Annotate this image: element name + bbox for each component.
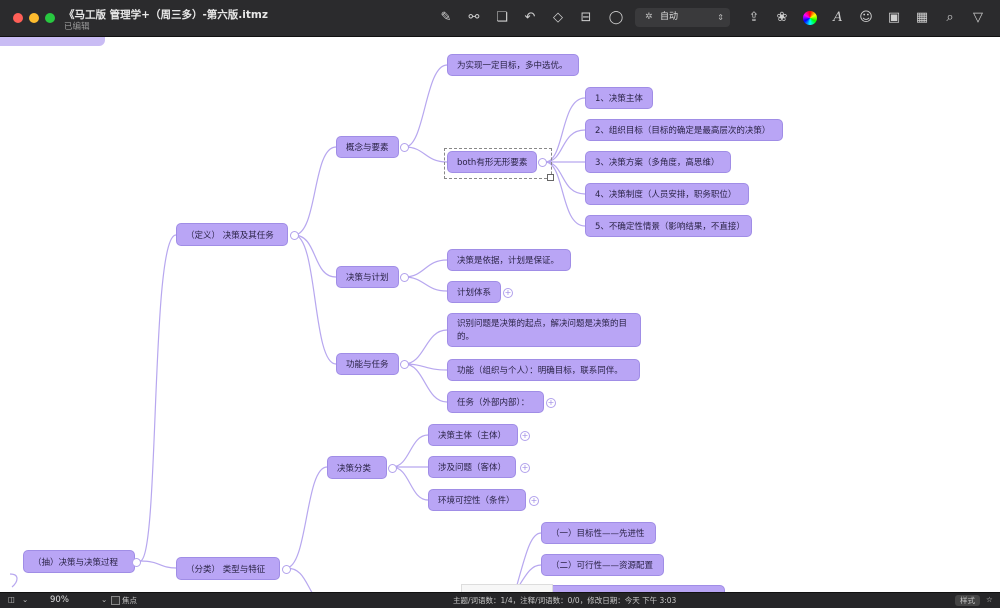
- emoji-icon[interactable]: ☺: [859, 10, 873, 25]
- topic-function-child[interactable]: 任务（外部内部）：: [447, 391, 544, 413]
- font-icon[interactable]: A: [833, 10, 843, 25]
- topic-element[interactable]: 4、决策制度（人员安排，职务职位）: [585, 183, 749, 205]
- style-select[interactable]: ✲ 自动 ⇕: [635, 8, 730, 27]
- topic-feature-partial[interactable]: [541, 585, 725, 592]
- table-icon[interactable]: ▦: [915, 10, 929, 25]
- topic-element[interactable]: 5、不确定性情景（影响结果，不直接）: [585, 215, 752, 237]
- comment-icon[interactable]: ◯: [608, 10, 624, 25]
- status-bar: ◫ ⌄ 90% ⌄ 焦点 主题/词语数：1/4，注释/词语数：0/0，修改日期：…: [0, 592, 1000, 608]
- focus-label: 焦点: [122, 596, 137, 605]
- collapse-toggle[interactable]: [282, 565, 291, 574]
- expand-plus-icon[interactable]: +: [520, 431, 530, 441]
- topic-decision-class-child[interactable]: 环境可控性（条件）: [428, 489, 526, 511]
- collapse-toggle[interactable]: [132, 558, 141, 567]
- topic-element[interactable]: 3、决策方案（多角度，高思维）: [585, 151, 731, 173]
- expand-plus-icon[interactable]: +: [529, 496, 539, 506]
- collapse-toggle[interactable]: [400, 360, 409, 369]
- focus-checkbox[interactable]: [111, 596, 120, 605]
- collapse-toggle[interactable]: [400, 273, 409, 282]
- close-window-button[interactable]: [13, 13, 23, 23]
- topic-definition[interactable]: （定义） 决策及其任务: [176, 223, 288, 246]
- topic-function-child[interactable]: 识别问题是决策的起点，解决问题是决策的目的。: [447, 313, 641, 347]
- image-icon[interactable]: ▣: [887, 10, 901, 25]
- selection-frame: [444, 148, 552, 179]
- minimize-window-button[interactable]: [29, 13, 39, 23]
- palette-icon[interactable]: ❀: [776, 10, 788, 25]
- topic-element[interactable]: 2、组织目标（目标的确定是最高层次的决策）: [585, 119, 783, 141]
- filter-icon[interactable]: ▽: [973, 10, 983, 25]
- chevron-updown-icon: ⇕: [717, 13, 724, 22]
- group-icon[interactable]: ❏: [496, 10, 508, 25]
- expand-plus-icon[interactable]: +: [546, 398, 556, 408]
- expand-plus-icon[interactable]: +: [503, 288, 513, 298]
- topic-decision-class-child[interactable]: 涉及问题（客体）: [428, 456, 516, 478]
- document-title: 《马工版 管理学+（周三多）-第六版.itmz: [64, 9, 268, 21]
- topic-concept-definition[interactable]: 为实现一定目标，多中选优。: [447, 54, 579, 76]
- star-icon[interactable]: ☆: [986, 595, 993, 604]
- topic-decision-class-child[interactable]: 决策主体（主体）: [428, 424, 518, 446]
- inline-editor-box: [461, 584, 553, 592]
- search-icon[interactable]: ⌕: [946, 10, 954, 25]
- topic-plan-child[interactable]: 决策是依据，计划是保证。: [447, 249, 571, 271]
- document-status: 已编辑: [64, 22, 90, 32]
- expand-plus-icon[interactable]: +: [520, 463, 530, 473]
- offscreen-topic: [0, 37, 105, 46]
- collapse-toggle[interactable]: [400, 143, 409, 152]
- topic-function[interactable]: 功能与任务: [336, 353, 399, 375]
- resize-handle[interactable]: [547, 174, 554, 181]
- topic-plan[interactable]: 决策与计划: [336, 266, 399, 288]
- link-icon[interactable]: ⚯: [468, 10, 480, 25]
- style-button[interactable]: 样式: [955, 595, 980, 606]
- collapse-toggle[interactable]: [388, 464, 397, 473]
- topic-root[interactable]: （抽）决策与决策过程: [23, 550, 135, 573]
- boundary-icon[interactable]: ◇: [553, 10, 563, 25]
- collapse-toggle[interactable]: [290, 231, 299, 240]
- color-wheel-icon[interactable]: [801, 9, 819, 27]
- mindmap-canvas[interactable]: （抽）决策与决策过程 （定义） 决策及其任务 概念与要素 为实现一定目标，多中选…: [0, 37, 1000, 592]
- topic-function-child[interactable]: 功能（组织与个人）：明确目标，联系同伴。: [447, 359, 640, 381]
- share-icon[interactable]: ⇪: [748, 10, 760, 25]
- sidebar-toggle-icon[interactable]: ◫: [8, 595, 16, 604]
- topic-decision-class[interactable]: 决策分类: [327, 456, 387, 479]
- zoom-window-button[interactable]: [45, 13, 55, 23]
- title-bar: 《马工版 管理学+（周三多）-第六版.itmz 已编辑 ✎ ⚯ ❏ ↶ ◇ ⊟ …: [0, 0, 1000, 37]
- chevron-down-icon[interactable]: ⌄: [22, 595, 29, 604]
- topic-feature[interactable]: （二）可行性——资源配置: [541, 554, 664, 576]
- document-stats: 主题/词语数：1/4，注释/词语数：0/0，修改日期：今天 下午 3:03: [453, 596, 677, 605]
- topic-feature[interactable]: （一）目标性——先进性: [541, 522, 656, 544]
- topic-both-elements[interactable]: both有形无形要素: [447, 151, 537, 173]
- topic-plan-child[interactable]: 计划体系: [447, 281, 501, 303]
- topic-element[interactable]: 1、决策主体: [585, 87, 653, 109]
- zoom-level[interactable]: 90%: [50, 595, 69, 605]
- split-icon[interactable]: ⊟: [580, 10, 592, 25]
- sparkle-icon: ✲: [645, 12, 653, 22]
- note-pen-icon[interactable]: ✎: [440, 10, 452, 25]
- topic-concept[interactable]: 概念与要素: [336, 136, 399, 158]
- collapse-toggle[interactable]: [538, 158, 547, 167]
- undo-arrow-icon[interactable]: ↶: [524, 10, 536, 25]
- zoom-chevron-icon[interactable]: ⌄: [101, 595, 108, 604]
- topic-classification[interactable]: （分类） 类型与特征: [176, 557, 280, 580]
